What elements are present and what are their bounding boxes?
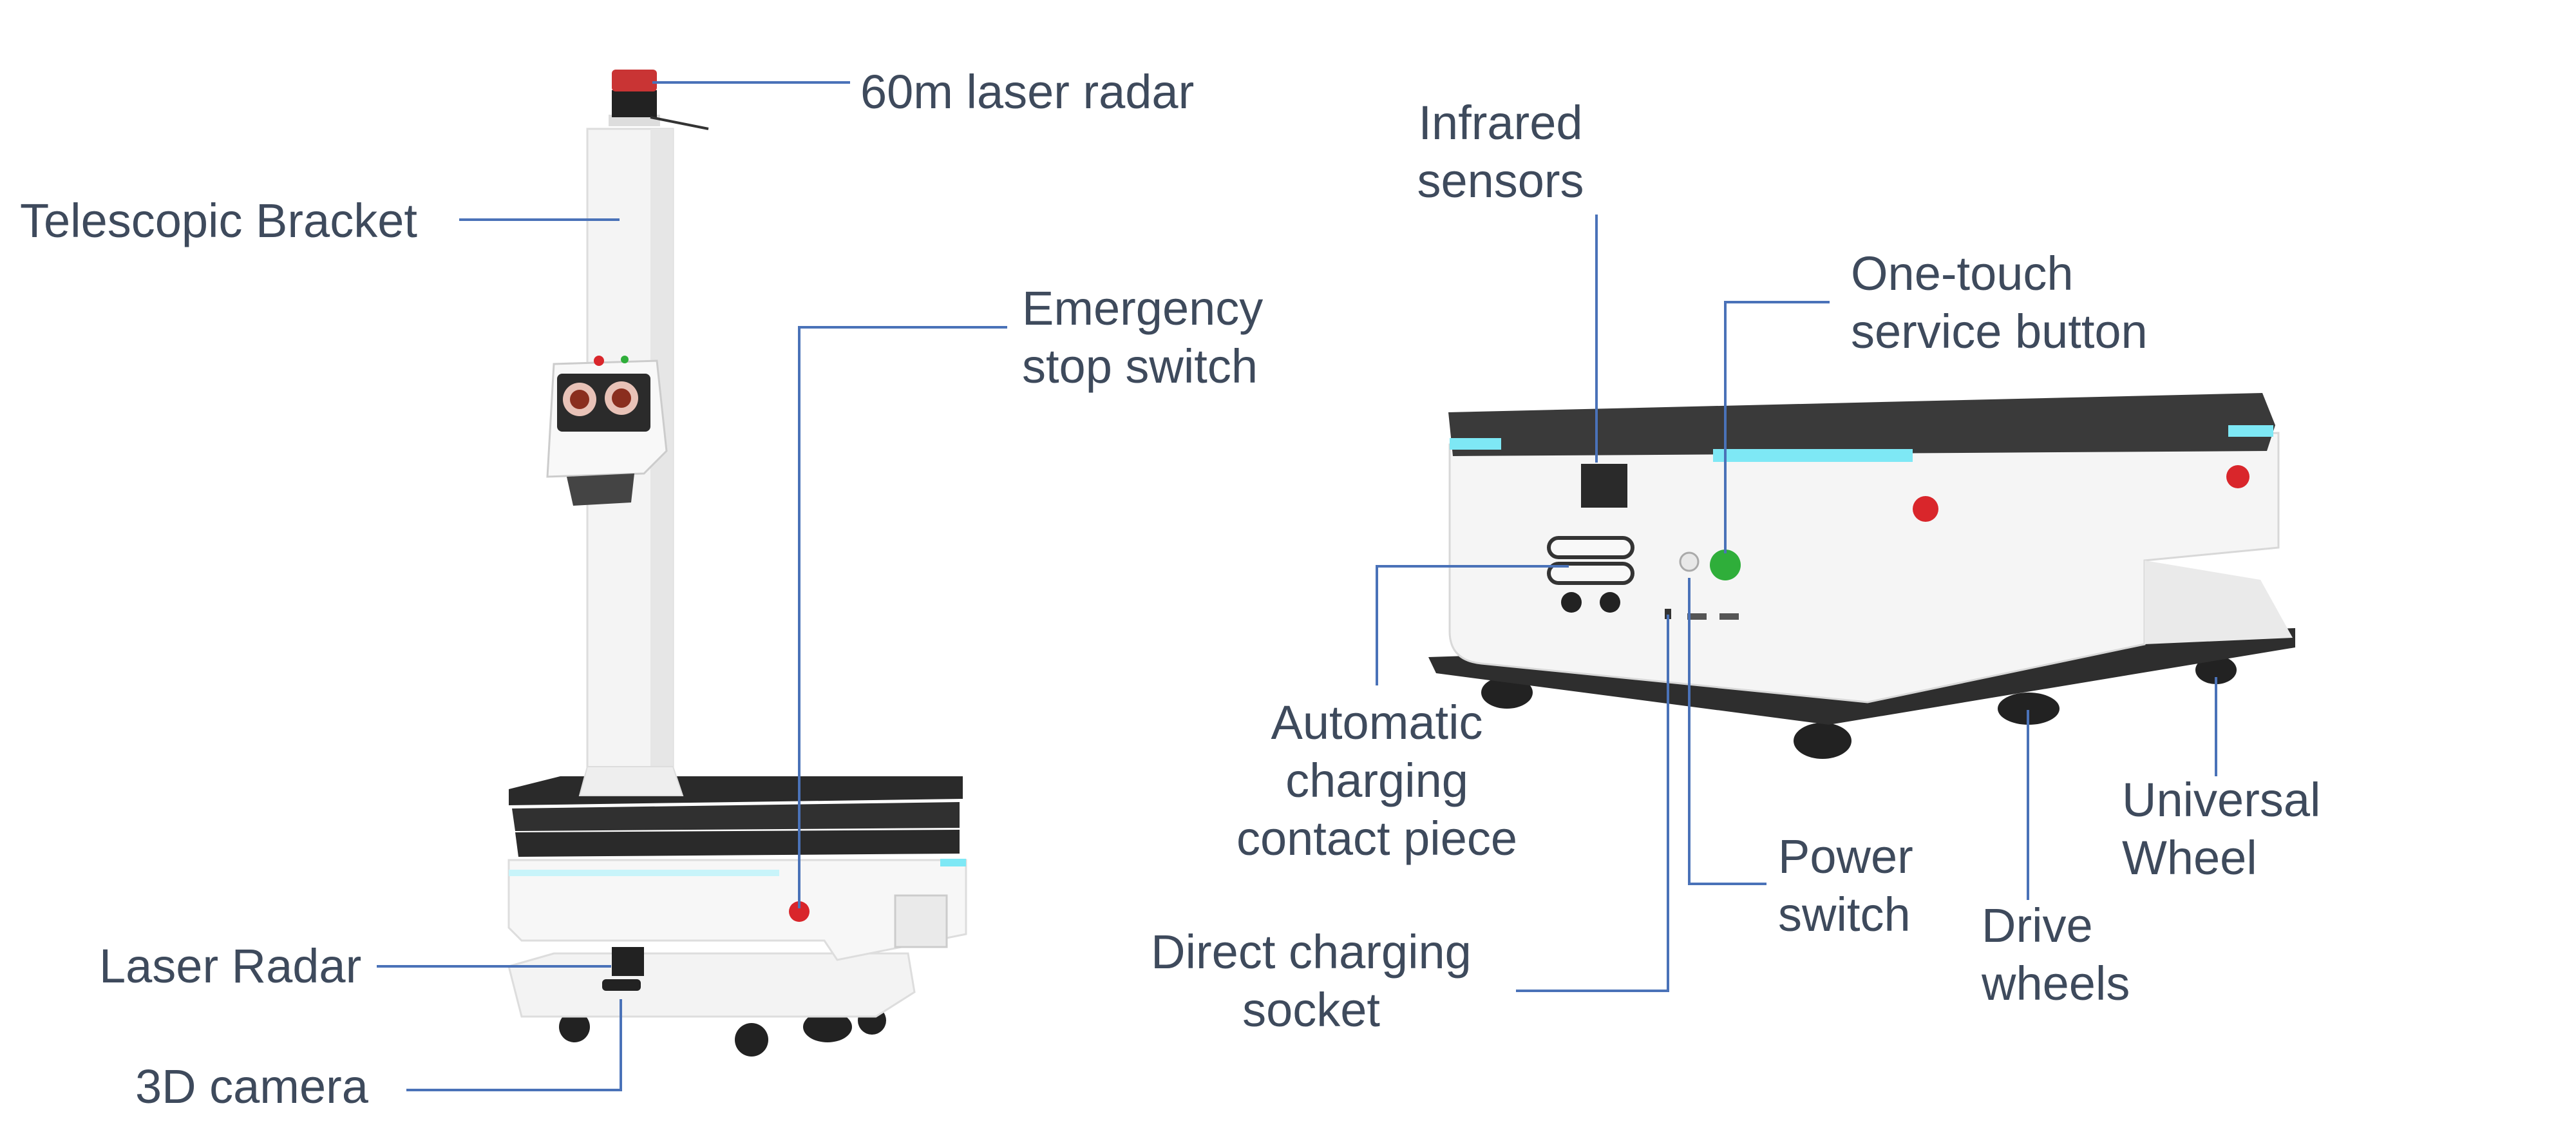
charging-contacts	[1547, 536, 1634, 613]
label-line: service button	[1851, 305, 2148, 358]
label-drive-wheels: Drive wheels	[1982, 897, 2130, 1013]
3d-camera-slot	[602, 979, 641, 991]
label-direct-charging-socket: Direct charging socket	[1118, 923, 1504, 1039]
label-laser-radar: Laser Radar	[99, 939, 362, 993]
leader-lines	[377, 81, 2217, 1091]
body	[507, 859, 967, 961]
label-one-touch-service-button: One-touch service button	[1851, 245, 2148, 361]
stop-button	[1913, 496, 1938, 522]
label-line: One-touch	[1851, 247, 2074, 300]
label-60m-laser-radar: 60m laser radar	[860, 65, 1195, 119]
60m-laser-radar	[609, 70, 709, 130]
left-robot	[507, 70, 967, 1057]
charging-socket	[1665, 609, 1671, 619]
service-button	[1710, 550, 1741, 580]
infrared-sensor	[1581, 464, 1627, 508]
label-line: Automatic	[1271, 696, 1483, 749]
label-power-switch: Power switch	[1778, 828, 1913, 944]
label-telescopic-bracket: Telescopic Bracket	[20, 194, 417, 247]
label-line: Wheel	[2122, 831, 2257, 885]
label-line: Emergency	[1022, 282, 1264, 335]
power-switch	[1679, 551, 1700, 572]
label-line: Drive	[1982, 899, 2093, 952]
label-universal-wheel: Universal Wheel	[2122, 771, 2320, 887]
bellows	[509, 776, 963, 857]
label-line: wheels	[1982, 957, 2130, 1010]
stop-button	[2226, 465, 2249, 488]
label-3d-camera: 3D camera	[135, 1060, 368, 1113]
label-line: Infrared	[1418, 96, 1583, 149]
wheels	[1481, 656, 2237, 759]
label-line: stop switch	[1022, 340, 1258, 393]
label-line: Universal	[2122, 773, 2321, 827]
label-emergency-stop-switch: Emergency stop switch	[1022, 280, 1263, 396]
label-line: contact piece	[1236, 812, 1518, 865]
label-automatic-charging-contact: Automatic charging contact piece	[1184, 694, 1570, 868]
cyan-light-strip	[1450, 438, 1501, 450]
label-infrared-sensors: Infrared sensors	[1417, 94, 1584, 210]
label-line: sensors	[1417, 154, 1584, 207]
emergency-stop-button	[789, 901, 810, 922]
lower-plate	[507, 952, 916, 1018]
right-robot	[1428, 393, 2295, 759]
label-line: Power	[1778, 830, 1913, 883]
label-line: Direct charging	[1151, 925, 1472, 979]
cyan-light-strip	[940, 859, 966, 866]
face-screen	[546, 356, 668, 506]
laser-radar-unit	[612, 947, 644, 976]
label-line: switch	[1778, 888, 1911, 941]
top-plate	[1448, 393, 2275, 456]
label-line: charging	[1285, 754, 1468, 807]
label-line: socket	[1242, 983, 1380, 1037]
